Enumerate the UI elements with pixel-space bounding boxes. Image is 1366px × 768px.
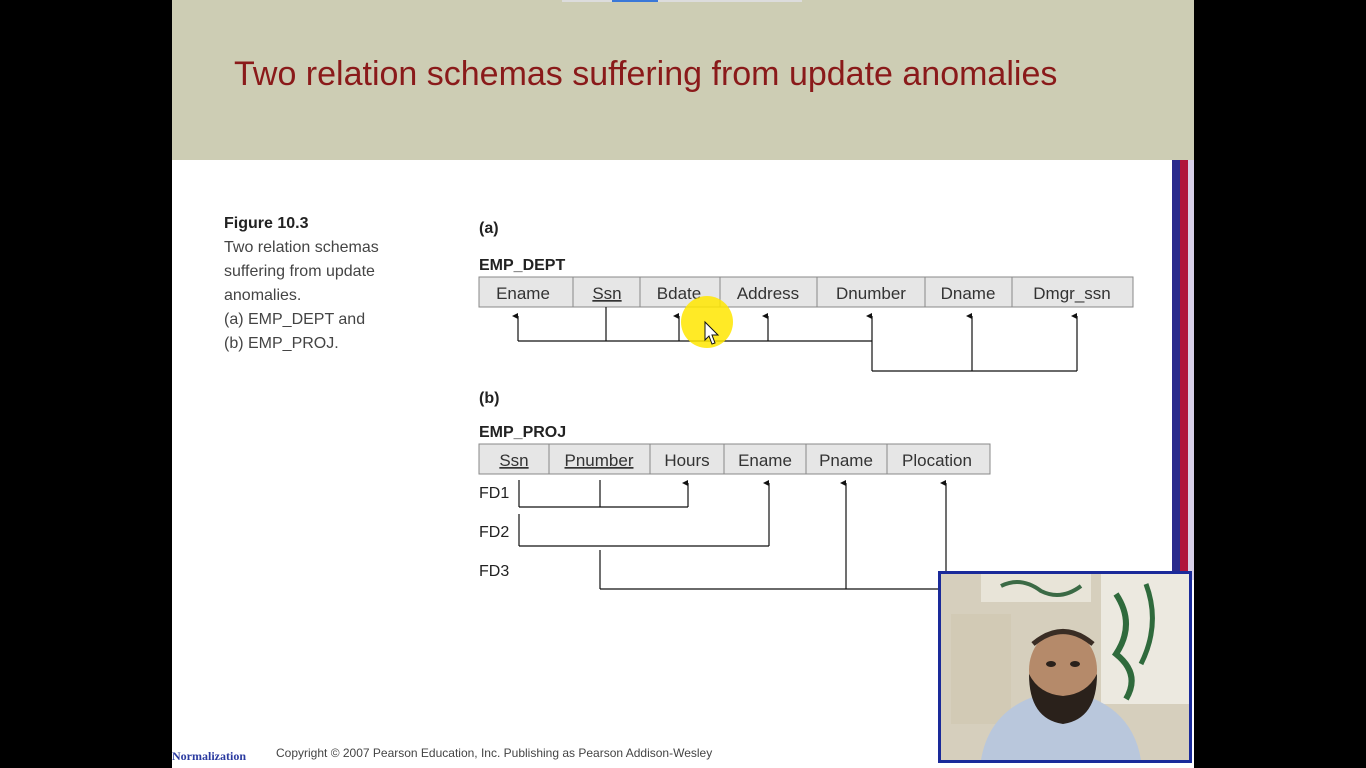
footer-section-label: Normalization	[172, 749, 246, 763]
caption-line: suffering from update	[224, 263, 375, 280]
schema-diagram: (a) EMP_DEPT Ename Ssn Bdate Address Dnu…	[478, 220, 1134, 590]
attr-dmgr-ssn: Dmgr_ssn	[1033, 284, 1110, 303]
fd2-label: FD2	[479, 524, 509, 541]
decor-bar-red	[1180, 160, 1188, 580]
presenter-video-icon	[941, 574, 1189, 760]
attr-pname: Pname	[819, 451, 873, 470]
figure-label: Figure 10.3	[224, 215, 309, 232]
emp-proj-name: EMP_PROJ	[479, 424, 566, 441]
attr-hours: Hours	[664, 451, 709, 470]
caption-line: Two relation schemas	[224, 239, 379, 256]
emp-dept-table: Ename Ssn Bdate Address Dnumber Dname Dm…	[478, 276, 1134, 308]
emp-proj-fd-lines	[518, 480, 947, 590]
decor-bar-light	[1188, 160, 1194, 580]
slide-title: Two relation schemas suffering from upda…	[234, 55, 1058, 93]
emp-dept-fd-lines	[512, 307, 1078, 372]
caption-line: (a) EMP_DEPT and	[224, 311, 366, 328]
attr-pnumber-key: Pnumber	[565, 451, 634, 470]
presenter-webcam	[938, 571, 1192, 763]
attr-bdate: Bdate	[657, 284, 701, 303]
slide-header	[172, 0, 1194, 160]
footer-copyright: Copyright © 2007 Pearson Education, Inc.…	[276, 746, 713, 760]
attr-plocation: Plocation	[902, 451, 972, 470]
part-a-marker: (a)	[479, 220, 499, 237]
slide: Two relation schemas suffering from upda…	[172, 0, 1194, 768]
top-indicator	[562, 0, 802, 2]
emp-proj-table: Ssn Pnumber Hours Ename Pname Plocation	[478, 443, 991, 475]
part-b-marker: (b)	[479, 390, 499, 407]
caption-line: anomalies.	[224, 287, 302, 304]
cursor-highlight	[681, 296, 733, 348]
decor-bar-blue	[1172, 160, 1180, 580]
fd1-label: FD1	[479, 485, 509, 502]
fd3-label: FD3	[479, 563, 509, 580]
attr-dname: Dname	[941, 284, 996, 303]
attr-ename: Ename	[738, 451, 792, 470]
attr-ename: Ename	[496, 284, 550, 303]
emp-dept-name: EMP_DEPT	[479, 257, 565, 274]
attr-address: Address	[737, 284, 799, 303]
attr-ssn-key: Ssn	[499, 451, 528, 470]
attr-dnumber: Dnumber	[836, 284, 906, 303]
figure-caption: Figure 10.3 Two relation schemas sufferi…	[224, 212, 424, 356]
attr-ssn-key: Ssn	[592, 284, 621, 303]
top-indicator-highlight	[612, 0, 658, 2]
caption-line: (b) EMP_PROJ.	[224, 335, 339, 352]
